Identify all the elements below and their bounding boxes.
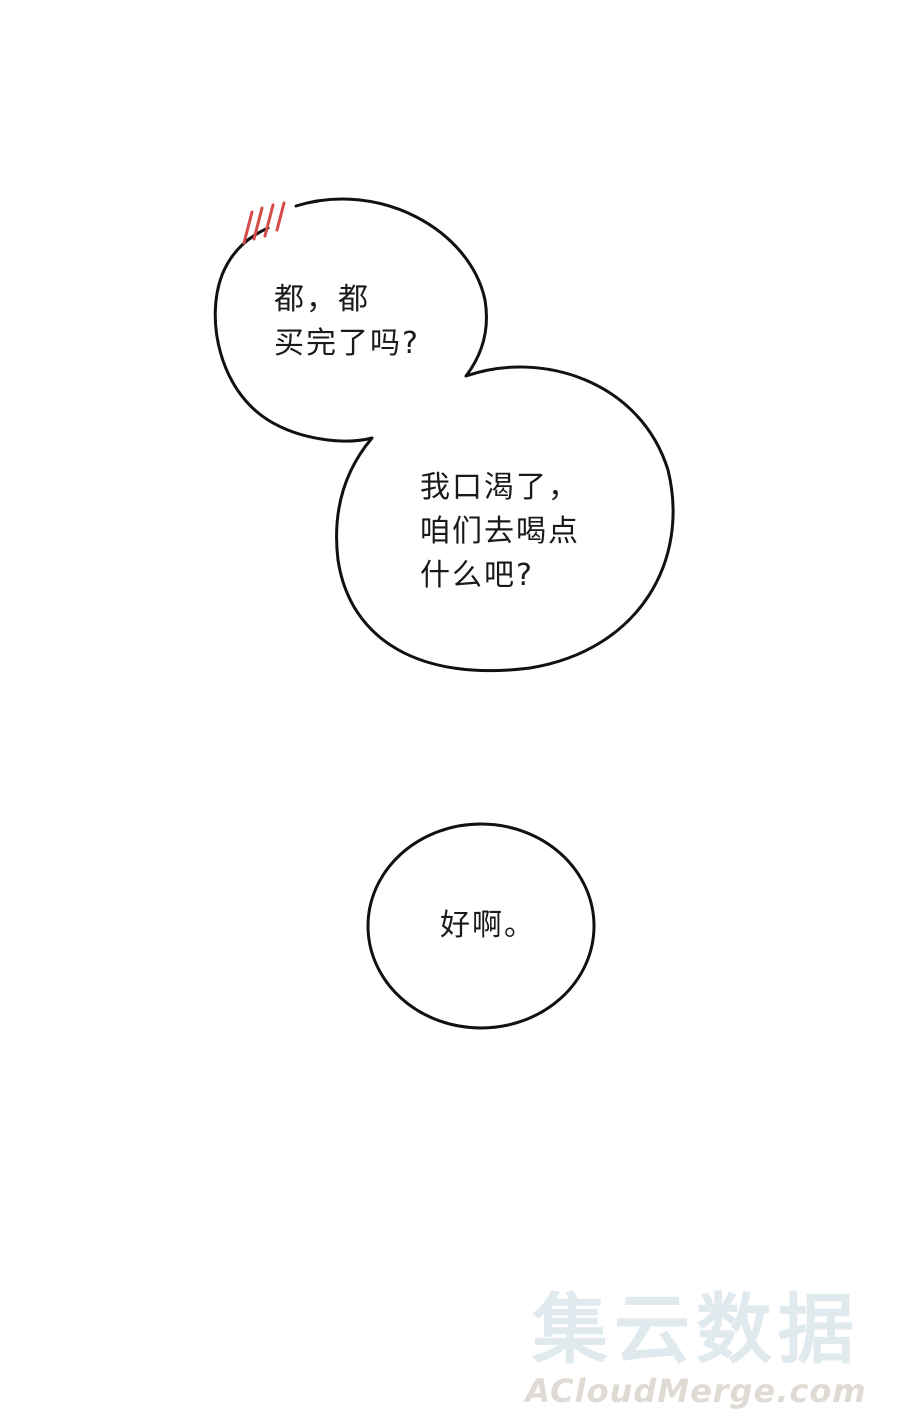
watermark: 集云数据 ACloudMerge.com [506,1285,886,1410]
speech-bubble-text: 好啊。 [440,908,536,943]
watermark-logo-text: 集云数据 [532,1285,860,1374]
speech-bubble-outline [366,822,596,1030]
stress-marks-icon [242,201,286,245]
watermark-url-text: ACloudMerge.com [525,1372,867,1410]
speech-bubble-text: 都，都 买完了吗? [274,282,420,361]
double-speech-bubble-outline [213,197,675,673]
speech-bubble-text: 我口渴了， 咱们去喝点 什么吧? [420,470,580,593]
